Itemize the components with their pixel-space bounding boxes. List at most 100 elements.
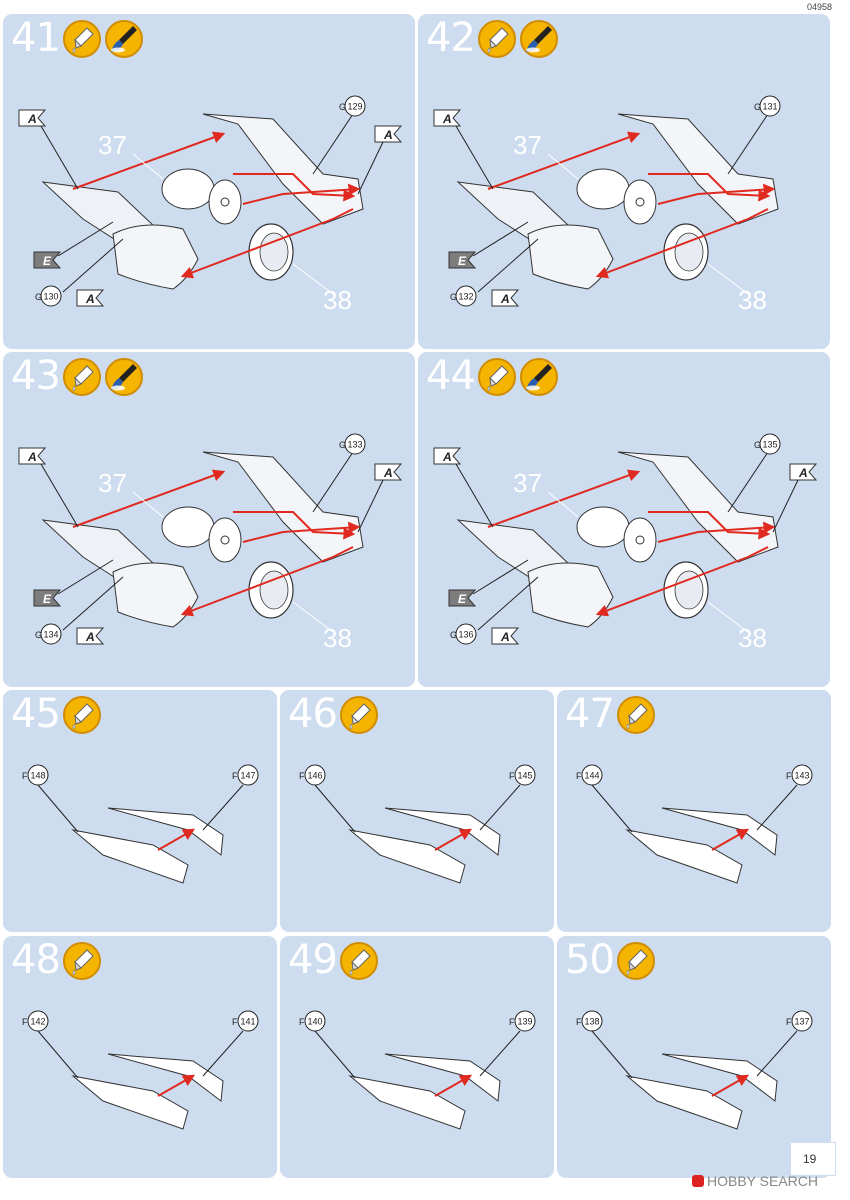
step-48-part-left-circle [27,1010,49,1032]
step-44-arrow-1 [487,469,641,528]
step-icons [617,696,655,734]
step-43-part-bottom-circle [40,623,62,645]
step-43-flag-e: E [33,589,62,607]
step-43-flag-a-3-letter: A [85,630,95,644]
step-43-part-bottom-number: 134 [43,630,58,640]
step-41-part-top-circle [344,95,366,117]
step-45-leader-right [202,784,244,831]
step-42-flag-e: E [448,251,477,269]
step-45-part-right-letter: F [232,771,238,781]
step-46-leader-right [479,784,521,831]
step-43-flag-leader-1 [40,463,79,528]
step-41-leader-2 [62,238,124,293]
step-46-part-left-circle [304,764,326,786]
step-41-upper-cowl-part [202,113,364,225]
glue-icon [63,20,101,58]
glue-icon [617,696,655,734]
step-44-callout-38: 38 [738,623,767,653]
step-41-flag-a-2-letter: A [383,128,393,142]
step-47-part-left-number: 144 [584,771,599,781]
step-43-exhaust-inner [259,570,289,610]
step-number: 50 [565,937,615,983]
step-46-part-left-letter: F [299,771,305,781]
step-48-flap-upper [107,1053,224,1102]
step-41-arrow-1 [72,131,226,190]
step-42-callout-line-38 [707,263,749,295]
step-41-callout-37: 37 [98,130,127,160]
step-43-flag-a-1-letter: A [27,450,37,464]
step-42-callout-38: 38 [738,285,767,315]
step-50-part-right-letter: F [786,1017,792,1027]
glue-icon [478,20,516,58]
step-46-flap-lower [348,829,466,884]
step-44-flag-e: E [448,589,477,607]
glue-icon [63,696,101,734]
step-50-flap-upper [661,1053,778,1102]
step-42-arrow-4 [595,208,769,279]
paint-brush-icon [520,358,558,396]
step-43-flag-e-letter: E [43,592,52,606]
step-43-flag-a-2: A [374,463,403,481]
step-43-callout-38: 38 [323,623,352,653]
watermark: HOBBY SEARCH [692,1173,818,1189]
step-45-flap-upper [107,807,224,856]
step-42-flag-a-1: A [433,109,462,127]
step-45-part-left-number: 148 [30,771,45,781]
step-icons [63,696,101,734]
step-43-part-bottom-letter: G [35,630,42,640]
step-42-flag-a-3: A [491,289,520,307]
watermark-logo-icon [692,1175,704,1187]
step-icons [478,358,558,396]
step-41-flag-leader-1 [40,125,79,190]
step-44-callout-line-37 [547,491,579,518]
step-43-flag-a-3: A [76,627,105,645]
step-number: 49 [288,937,338,983]
step-45-arrow [157,828,196,851]
step-45-part-left-circle [27,764,49,786]
step-50-part-left-letter: F [576,1017,582,1027]
step-42-part-bottom-circle [455,285,477,307]
step-icons [617,942,655,980]
step-49-leader-right [479,1030,521,1077]
step-43-callout-37: 37 [98,468,127,498]
step-icons [478,20,558,58]
step-49-part-right-circle [514,1010,536,1032]
step-48-part-left-letter: F [22,1017,28,1027]
step-number: 45 [11,691,61,737]
step-icons [63,358,143,396]
step-48-part-right-circle [237,1010,259,1032]
step-44-flag-leader-e [472,559,529,595]
step-47-flap-upper [661,807,778,856]
paint-brush-icon [105,20,143,58]
step-44-part-top-letter: G [754,440,761,450]
step-42-leader-1 [727,113,769,175]
step-45-part-right-number: 147 [240,771,255,781]
step-50-part-left-number: 138 [584,1017,599,1027]
step-46-part-left-number: 146 [307,771,322,781]
step-49-part-left-letter: F [299,1017,305,1027]
step-46-leader-left [314,784,356,833]
step-41-callout-line-38 [292,263,334,295]
step-41-part-bottom-letter: G [35,292,42,302]
step-41-part-bottom-circle [40,285,62,307]
paint-brush-icon [520,20,558,58]
step-44-flag-a-1: A [433,447,462,465]
step-41-fan-hub [220,197,230,207]
step-41-part-bottom-number: 130 [43,292,58,302]
step-43-callout-line-37 [132,491,164,518]
step-44-leader-2 [477,576,539,631]
step-42-exhaust-inner [674,232,704,272]
document-code: 04958 [806,2,832,12]
step-45-flap-lower [71,829,189,884]
step-43-nacelle-part [112,562,199,628]
step-41-engine-core-37 [161,168,215,210]
step-41-arrow-3 [242,183,361,205]
step-43-leader-2 [62,576,124,631]
step-43-arrow-4 [180,546,354,617]
